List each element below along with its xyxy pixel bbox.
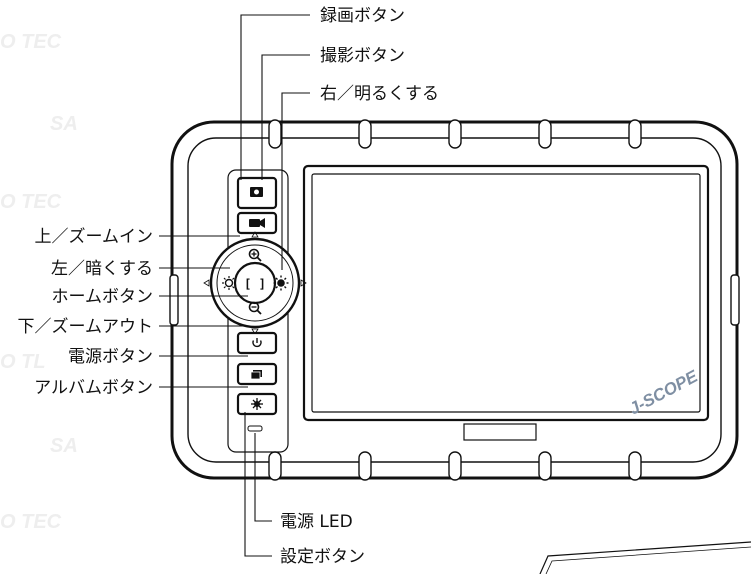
right-brighten-label: 右／明るくする bbox=[320, 84, 439, 104]
home-button-label: ホームボタン bbox=[52, 287, 154, 307]
album-icon bbox=[250, 370, 262, 380]
record-button-label: 録画ボタン bbox=[320, 6, 405, 26]
up-zoom-in-button[interactable] bbox=[248, 248, 262, 262]
direction-pad: [ ] bbox=[203, 231, 307, 335]
watermark-text: SA bbox=[50, 113, 78, 135]
display-screen: J-SCOPE bbox=[302, 164, 710, 441]
watermark-text: O TEC bbox=[0, 511, 62, 533]
callout-lines bbox=[159, 14, 310, 557]
watermark-text: SA bbox=[50, 435, 78, 457]
power-icon bbox=[252, 338, 262, 348]
right-side-grip bbox=[730, 274, 740, 326]
album-button[interactable] bbox=[236, 362, 278, 386]
down-zoom-out-button[interactable] bbox=[248, 301, 262, 315]
up-zoom-in-label: 上／ズームイン bbox=[35, 227, 154, 247]
home-icon: [ ] bbox=[244, 277, 266, 291]
record-button[interactable] bbox=[236, 211, 278, 235]
left-side-grip bbox=[169, 274, 179, 326]
camera-icon bbox=[250, 187, 263, 197]
screen-label-plate bbox=[463, 423, 537, 441]
top-grips bbox=[268, 119, 642, 149]
gear-icon bbox=[251, 398, 263, 410]
direction-arrows bbox=[203, 231, 307, 335]
watermark-text: O TEC bbox=[0, 31, 62, 53]
down-zoom-out-label: 下／ズームアウト bbox=[18, 317, 154, 337]
capture-button-label: 撮影ボタン bbox=[320, 46, 405, 66]
watermarks: O TEC O TEC O TL O TEC SA SA bbox=[0, 31, 78, 533]
left-darken-label: 左／暗くする bbox=[51, 259, 153, 279]
partial-device-outline bbox=[539, 541, 751, 574]
power-button[interactable] bbox=[236, 331, 278, 355]
power-led bbox=[247, 425, 263, 432]
power-led-label: 電源 LED bbox=[280, 512, 353, 532]
watermark-text: O TEC bbox=[0, 191, 62, 213]
capture-button[interactable] bbox=[236, 176, 278, 210]
settings-button[interactable] bbox=[236, 392, 278, 416]
settings-button-label: 設定ボタン bbox=[280, 547, 365, 567]
video-icon bbox=[249, 218, 265, 228]
watermark-text: O TL bbox=[0, 351, 46, 373]
left-darken-button[interactable] bbox=[222, 276, 236, 290]
right-brighten-button[interactable] bbox=[273, 275, 289, 291]
album-button-label: アルバムボタン bbox=[34, 378, 153, 398]
bottom-grips bbox=[268, 451, 642, 481]
callout-labels: 録画ボタン 撮影ボタン 右／明るくする 上／ズームイン 左／暗くする ホームボタ… bbox=[18, 6, 440, 567]
power-button-label: 電源ボタン bbox=[68, 347, 153, 367]
